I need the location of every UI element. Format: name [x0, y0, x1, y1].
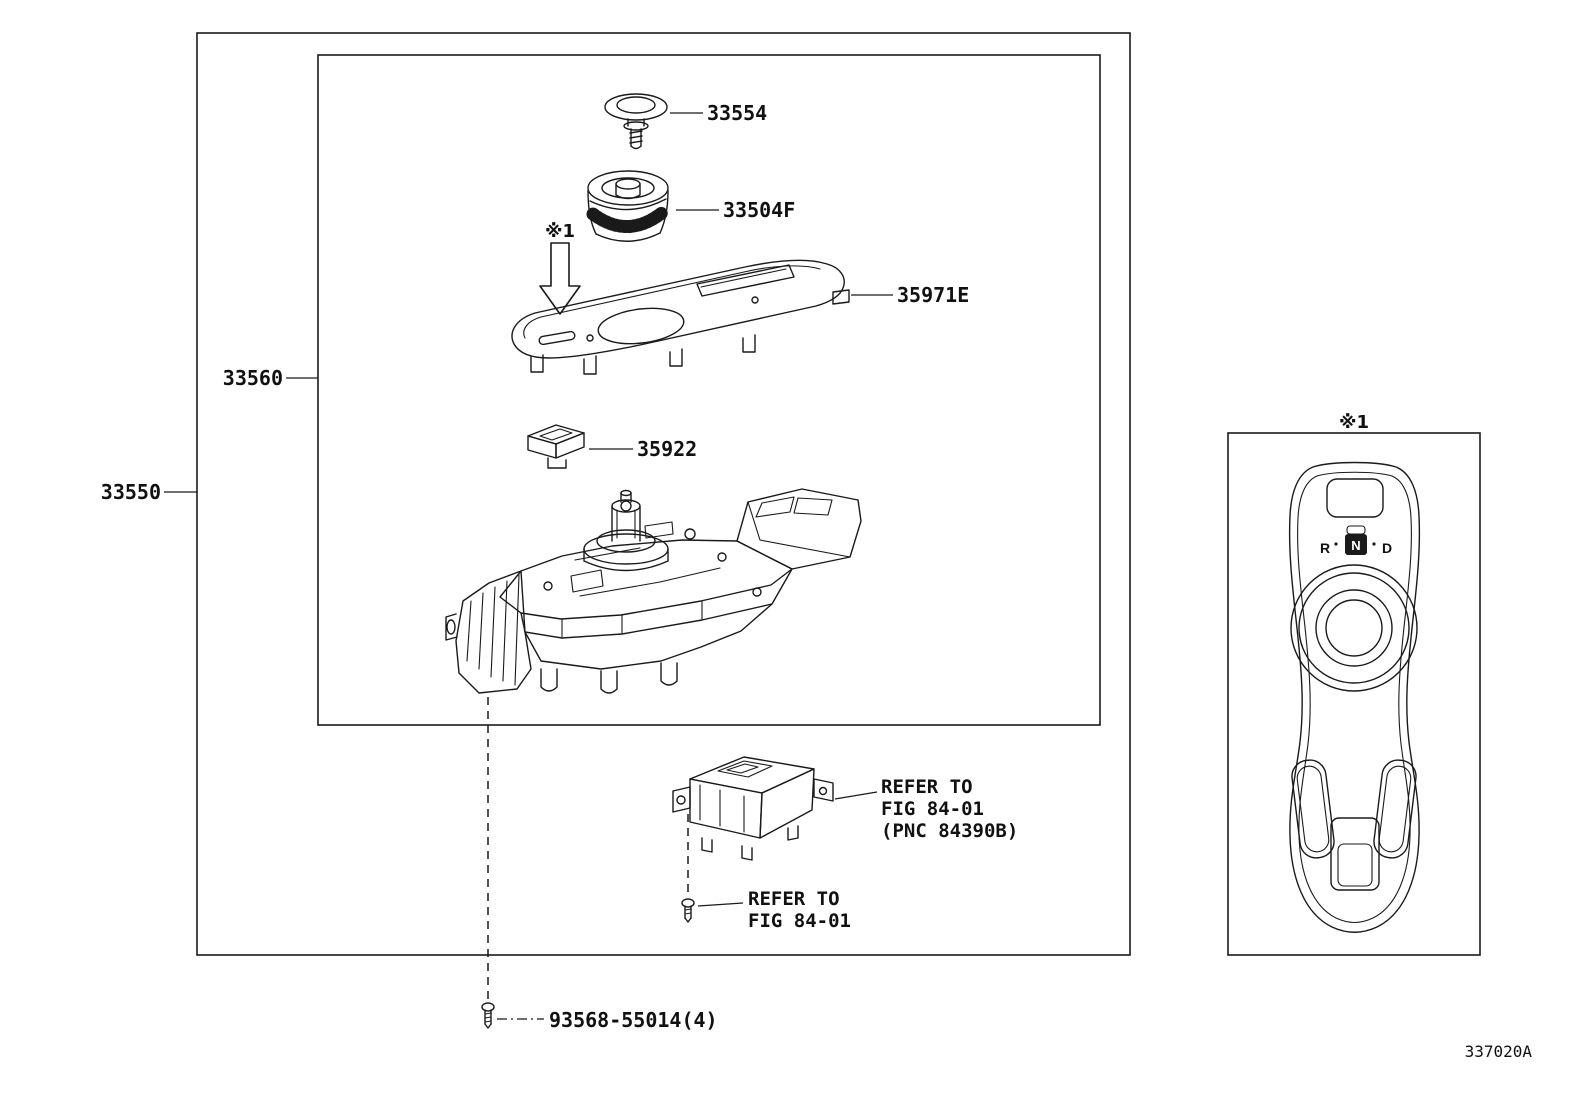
- refer-b-line1: REFER TO: [748, 888, 840, 910]
- part-33504f-drawing: [586, 170, 670, 242]
- inner-boundary-box: [317, 54, 1101, 726]
- leader-refer-b: [697, 902, 744, 907]
- shift-mode-icon: [1346, 525, 1366, 535]
- gear-label-n: N: [1351, 538, 1360, 553]
- gear-n-box: [1345, 534, 1367, 555]
- outer-boundary-box: [196, 32, 1131, 956]
- part-35971e-drawing: [511, 259, 850, 375]
- callout-93568[interactable]: 93568-55014(4): [549, 1008, 718, 1032]
- refer-a-line1: REFER TO: [881, 776, 973, 798]
- inset-note-marker: ※1: [1339, 412, 1369, 433]
- gear-label-r: R: [1320, 540, 1330, 556]
- inset-shifter-drawing: [1288, 461, 1421, 933]
- part-33550-assembly-drawing: [445, 488, 862, 694]
- screw-93568-drawing: [481, 1002, 495, 1029]
- callout-33504f[interactable]: 33504F: [723, 198, 795, 222]
- callout-33554[interactable]: 33554: [707, 101, 767, 125]
- callout-35971e[interactable]: 35971E: [897, 283, 969, 307]
- refer-a-line2: FIG 84-01: [881, 798, 984, 820]
- part-33554-drawing: [604, 93, 668, 150]
- callout-33550[interactable]: 33550: [101, 480, 161, 504]
- right-paddle-button: [1373, 759, 1417, 859]
- inset-boundary-box: [1227, 432, 1481, 956]
- leader-refer-a: [834, 791, 878, 800]
- part-84390b-drawing: [672, 756, 834, 861]
- drawing-number: 337020A: [1465, 1042, 1533, 1061]
- screw-fig8401-drawing: [681, 898, 695, 923]
- callout-35922[interactable]: 35922: [637, 437, 697, 461]
- part-35922-drawing: [527, 424, 585, 469]
- down-arrow-icon: [539, 242, 581, 315]
- arrow-note-marker: ※1: [545, 221, 575, 242]
- left-paddle-button: [1291, 759, 1335, 859]
- refer-a-line3: (PNC 84390B): [881, 820, 1018, 842]
- refer-b-line2: FIG 84-01: [748, 910, 851, 932]
- gear-label-d: D: [1382, 540, 1392, 556]
- callout-33560[interactable]: 33560: [223, 366, 283, 390]
